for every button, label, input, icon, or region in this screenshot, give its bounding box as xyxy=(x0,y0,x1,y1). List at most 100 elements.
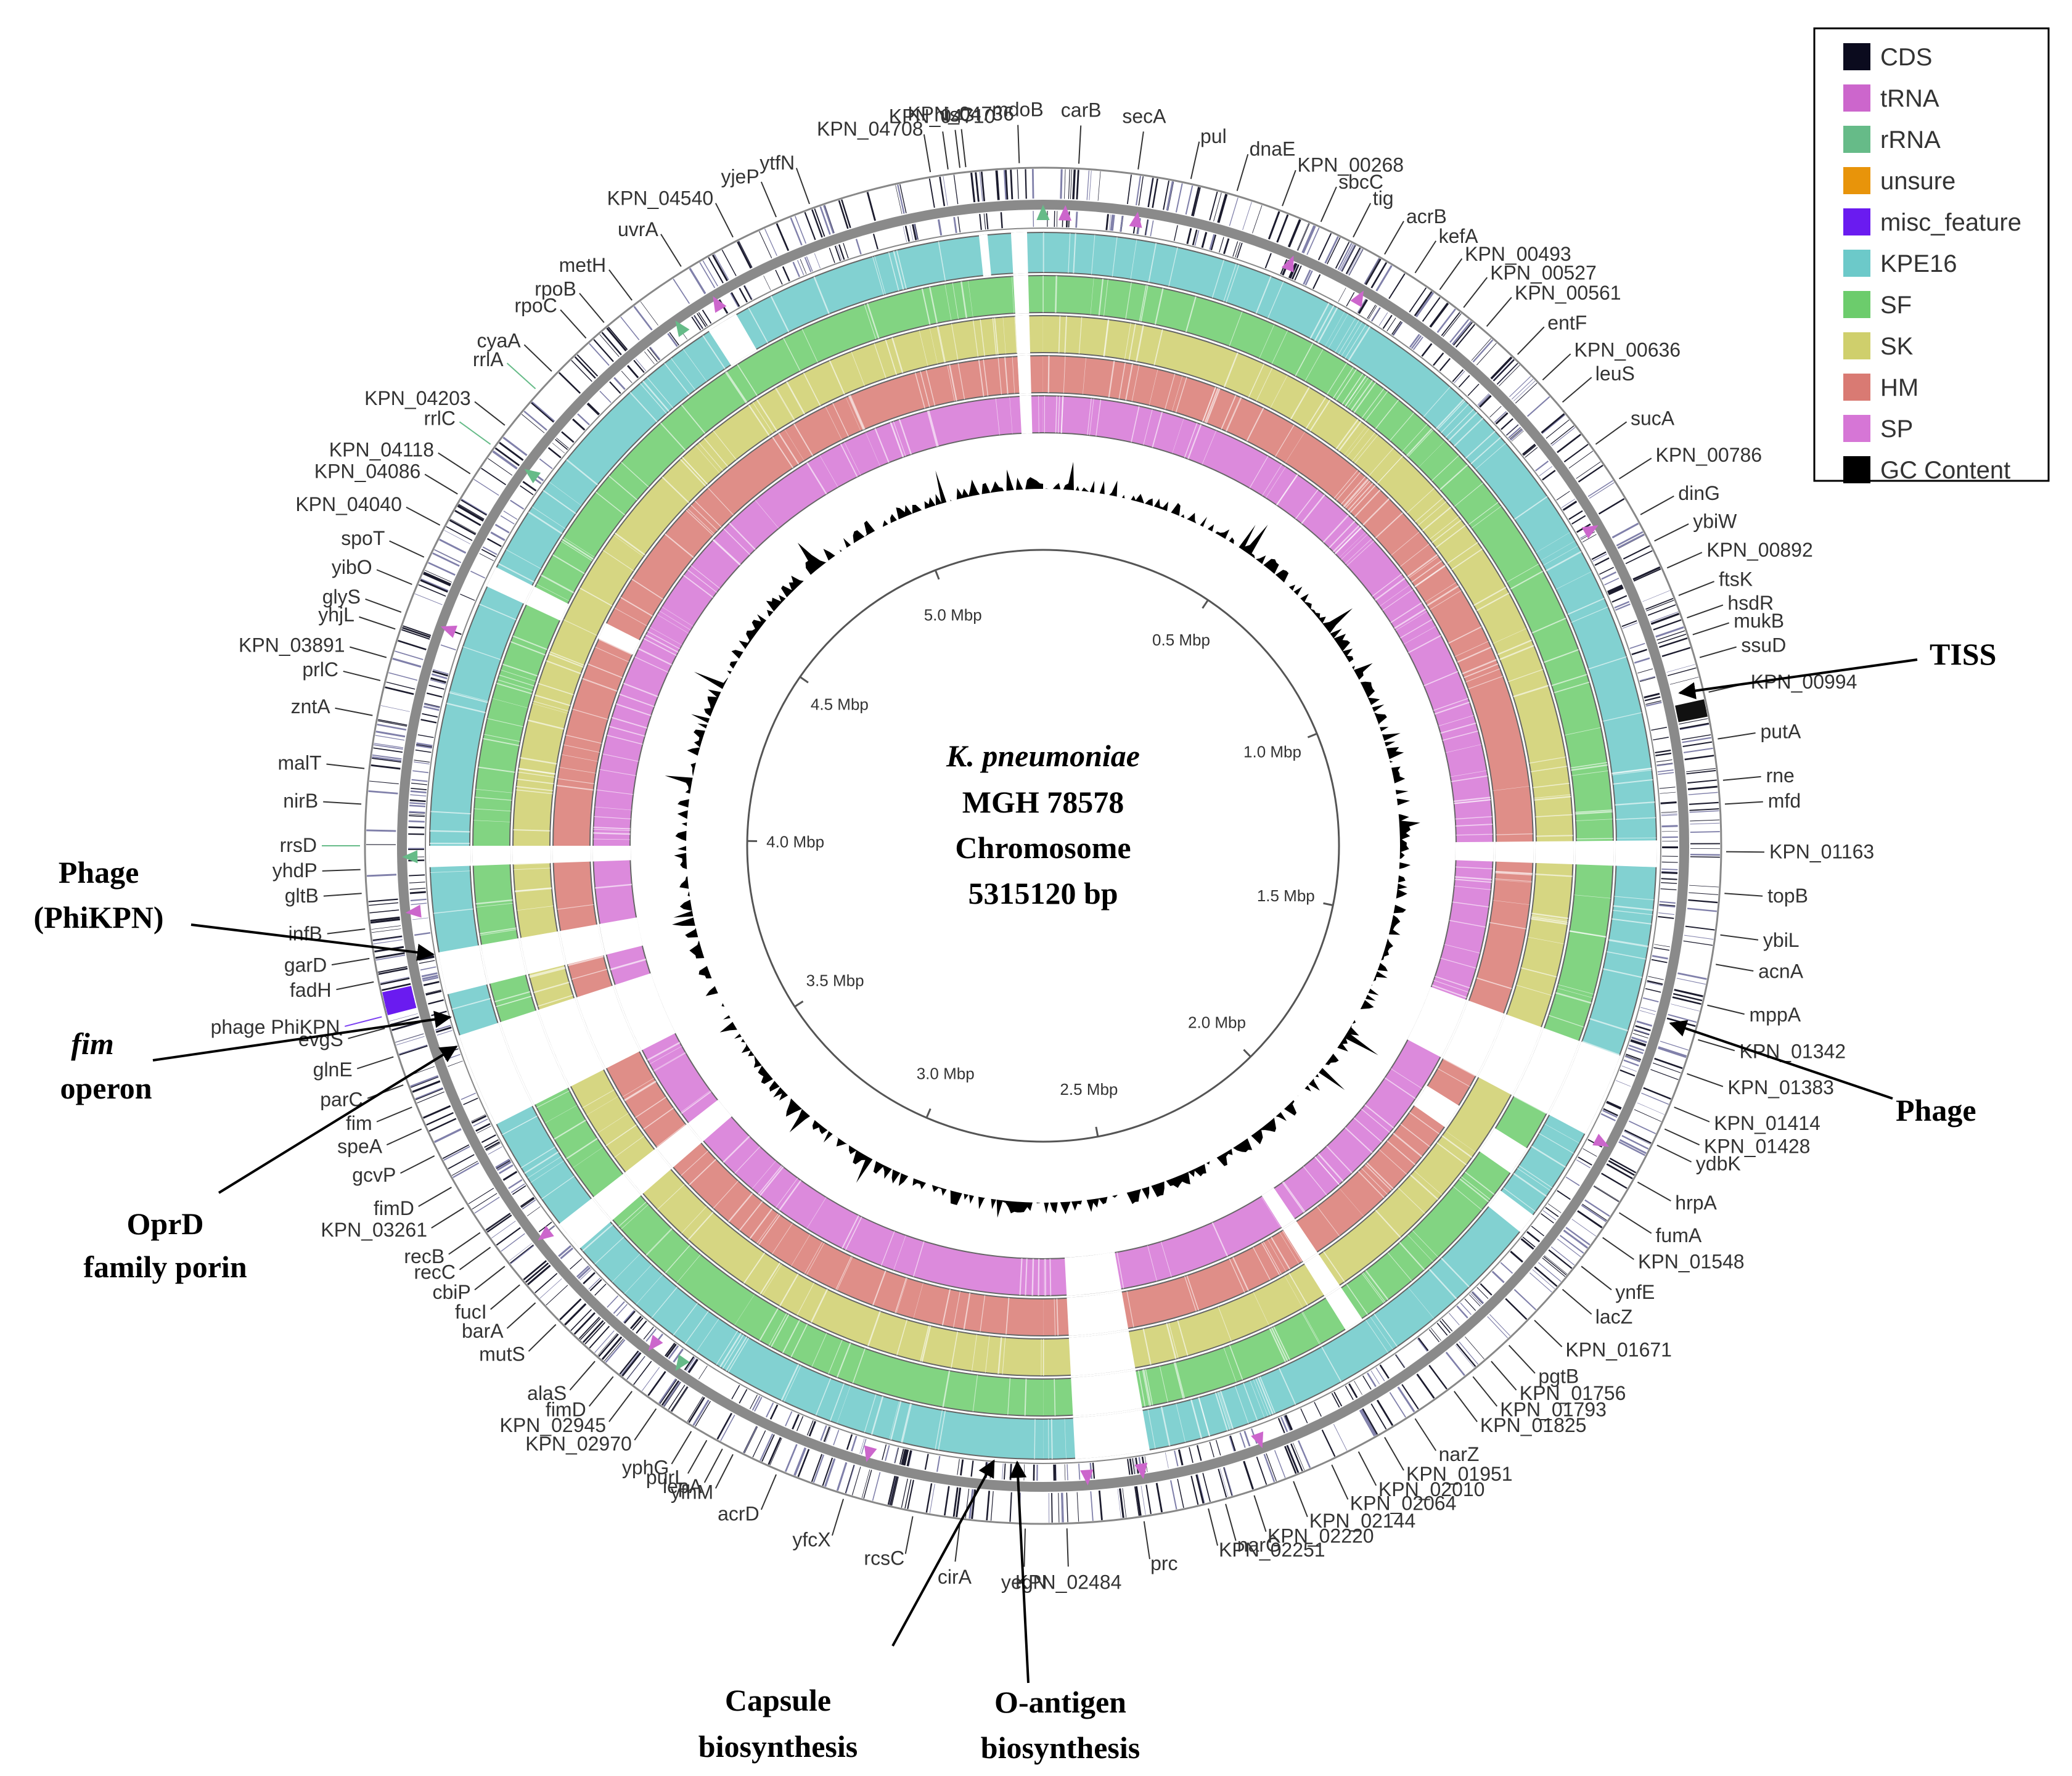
cds-feature xyxy=(380,705,410,712)
cds-feature xyxy=(897,184,905,214)
cds-feature xyxy=(1470,1293,1482,1306)
ring-texture xyxy=(780,1364,800,1401)
cds-feature xyxy=(1632,1033,1648,1039)
ring-texture xyxy=(1513,684,1549,698)
cds-feature xyxy=(1487,1316,1509,1338)
cds-feature xyxy=(556,438,569,449)
cds-feature xyxy=(494,447,520,467)
ring-gap xyxy=(512,846,551,865)
cds-feature xyxy=(439,538,467,554)
ring-texture xyxy=(1002,317,1006,354)
cds-feature xyxy=(1196,1445,1202,1461)
cds-feature xyxy=(531,401,555,423)
cds-feature xyxy=(1493,359,1515,382)
ring-texture xyxy=(1387,1252,1412,1282)
cds-feature xyxy=(1546,419,1570,439)
gene-label: mfd xyxy=(1768,790,1801,812)
ring-texture xyxy=(1137,1370,1146,1407)
gene-label-leader xyxy=(904,1516,914,1554)
ring-texture xyxy=(624,1264,652,1295)
cds-feature xyxy=(667,333,678,347)
center-molecule: Chromosome xyxy=(955,830,1131,865)
cds-feature xyxy=(1064,169,1066,199)
cds-feature xyxy=(861,1469,870,1499)
cds-feature xyxy=(564,1303,586,1325)
gene-label-leader xyxy=(1618,1212,1652,1234)
cds-feature xyxy=(1689,801,1719,805)
cds-feature xyxy=(448,1154,475,1169)
cds-feature xyxy=(621,370,633,383)
ring-texture xyxy=(1398,1187,1425,1214)
legend-label: KPE16 xyxy=(1880,250,1957,277)
cds-feature xyxy=(413,761,430,764)
cds-feature xyxy=(1534,1266,1558,1287)
cds-feature xyxy=(373,747,403,753)
cds-feature xyxy=(583,1272,596,1285)
cds-feature xyxy=(1571,515,1586,525)
cds-feature xyxy=(594,1330,615,1353)
cds-feature xyxy=(1445,1351,1465,1376)
ring-texture xyxy=(687,508,715,534)
cds-feature xyxy=(866,192,876,221)
ring-texture xyxy=(1456,833,1493,836)
gene-label: zntA xyxy=(291,695,331,718)
ring-texture xyxy=(727,1337,750,1373)
cds-feature xyxy=(986,1491,991,1521)
cds-feature xyxy=(1660,888,1677,891)
cds-feature xyxy=(422,975,438,980)
ring-gap xyxy=(598,623,641,655)
ring-texture xyxy=(598,638,633,655)
cds-feature xyxy=(604,1338,624,1362)
gene-label-leader xyxy=(506,362,536,390)
cds-feature xyxy=(761,1434,775,1462)
ring-texture xyxy=(1142,1369,1152,1406)
cds-feature xyxy=(1506,424,1519,436)
ring-texture xyxy=(1214,1392,1229,1431)
cds-feature xyxy=(1189,1447,1194,1463)
cds-feature xyxy=(698,1365,708,1380)
ring-texture xyxy=(880,1230,895,1266)
cds-feature xyxy=(1337,243,1353,270)
cds-feature xyxy=(1145,219,1149,236)
cds-feature xyxy=(616,1304,628,1317)
rna-feature xyxy=(1134,1462,1148,1479)
cds-feature xyxy=(1465,1336,1484,1360)
ring-texture xyxy=(476,902,514,908)
ring-texture xyxy=(1606,951,1647,960)
cds-feature xyxy=(1436,1322,1448,1336)
cds-outer-border xyxy=(364,166,1722,1525)
ring-texture xyxy=(1551,674,1587,687)
ring-texture xyxy=(1407,429,1434,457)
ring-texture xyxy=(1301,1312,1320,1345)
cds-feature xyxy=(952,1487,959,1517)
cds-feature xyxy=(903,1449,909,1466)
cds-feature xyxy=(422,713,438,718)
cds-feature xyxy=(666,1343,677,1358)
ring-texture xyxy=(1317,1206,1340,1237)
ring-texture xyxy=(571,968,608,980)
ring-texture xyxy=(664,362,690,395)
cds-feature xyxy=(605,1339,626,1363)
gene-label-leader xyxy=(1687,1073,1724,1087)
ring-texture xyxy=(1454,417,1484,447)
ring-texture xyxy=(803,372,821,406)
cds-feature xyxy=(1333,1424,1348,1451)
cds-feature xyxy=(1368,305,1377,320)
ring-texture xyxy=(1147,1409,1156,1449)
cds-feature xyxy=(890,1476,898,1505)
cds-feature xyxy=(1175,183,1183,213)
cds-feature xyxy=(1365,258,1382,285)
ring-texture xyxy=(1034,1418,1036,1459)
gene-label-leader xyxy=(345,1016,382,1027)
ring-texture xyxy=(728,1193,753,1222)
ring-texture xyxy=(1344,425,1367,456)
ring-texture xyxy=(1184,1276,1197,1312)
cds-feature xyxy=(1348,1383,1358,1399)
cds-feature xyxy=(377,724,407,731)
cds-feature xyxy=(928,178,935,208)
gene-label: cirA xyxy=(938,1566,972,1588)
cds-feature xyxy=(1592,553,1607,562)
ring-texture xyxy=(1402,424,1428,452)
cds-feature xyxy=(1202,1473,1211,1502)
ring-texture xyxy=(543,489,576,514)
